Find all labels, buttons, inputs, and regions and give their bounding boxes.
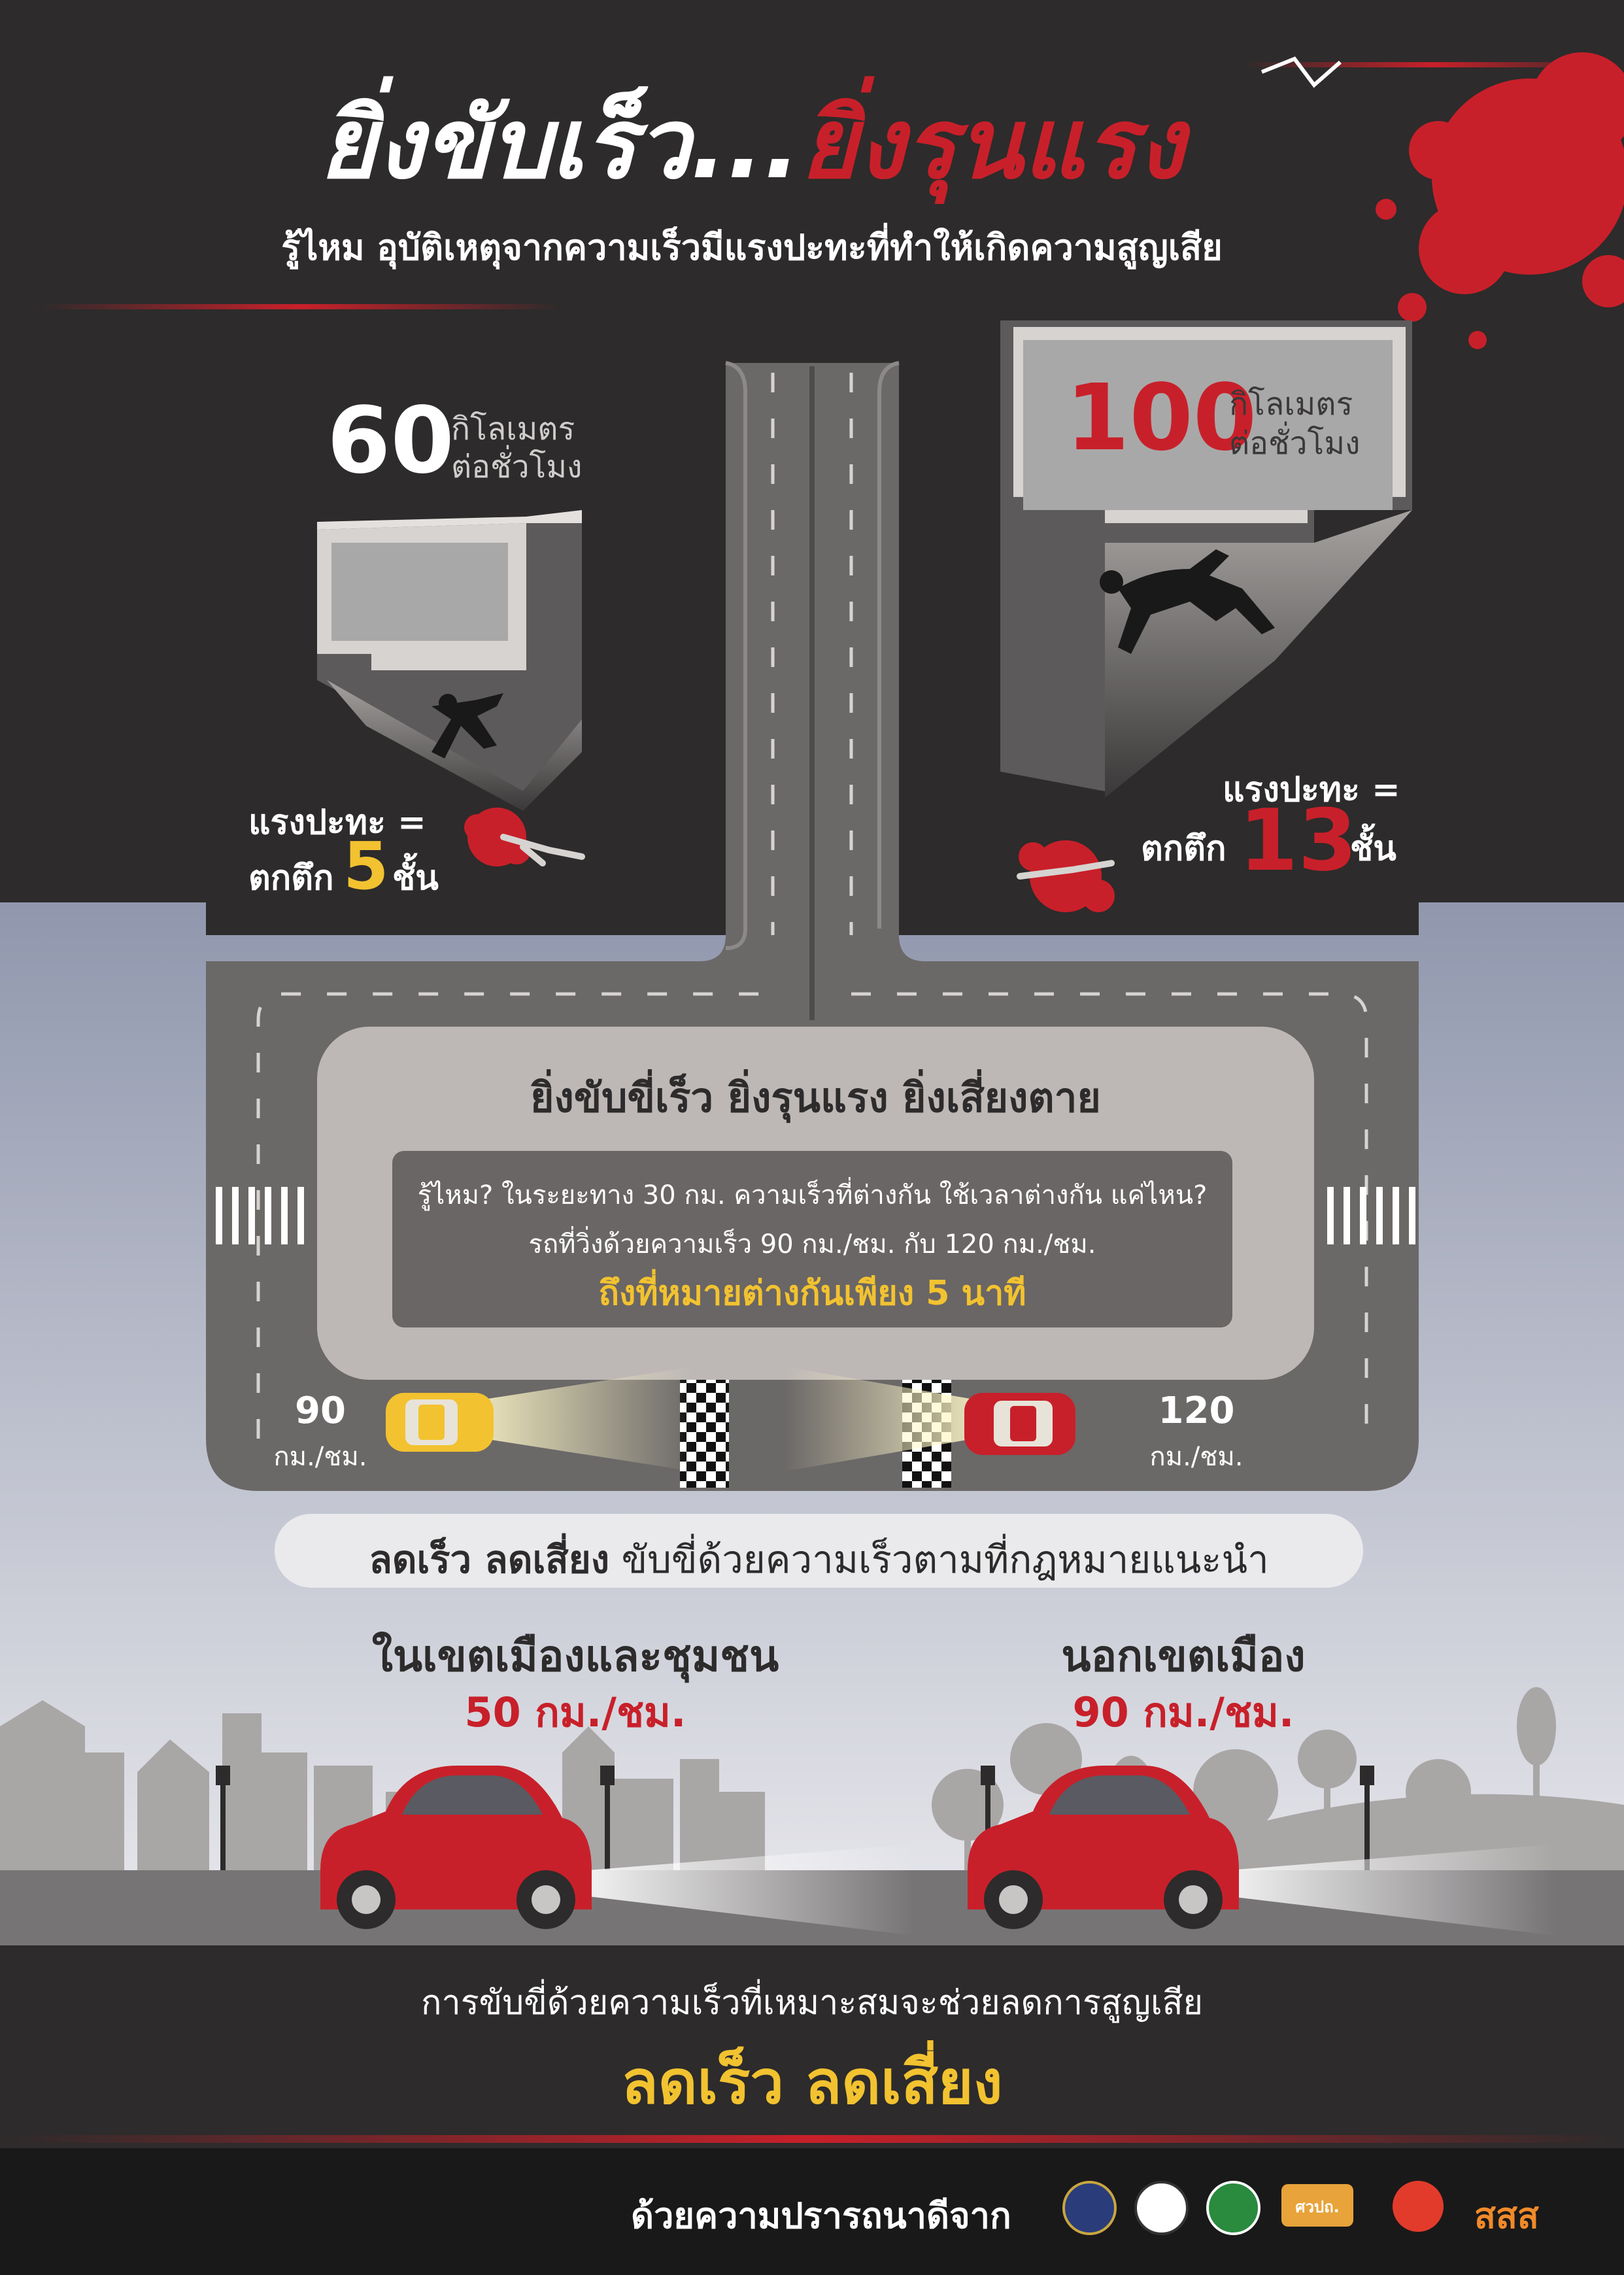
left-impact-label: แรงปะทะ = bbox=[248, 803, 426, 842]
zone-city-label: ในเขตเมืองและชุมชน bbox=[371, 1631, 779, 1681]
header-background bbox=[0, 0, 1624, 363]
dept-logo: ศวปถ. bbox=[1281, 2184, 1353, 2227]
police-seal-logo bbox=[1134, 2181, 1189, 2235]
yellow-car-graphic bbox=[386, 1393, 494, 1452]
center-line-2: รถที่วิ่งด้วยความเร็ว 90 กม./ชม. กับ 120… bbox=[528, 1229, 1096, 1259]
right-race-unit: กม./ชม. bbox=[1149, 1442, 1243, 1472]
thaihealth-logo: สสส bbox=[1474, 2195, 1539, 2236]
right-speed-unit-1: กิโลเมตร bbox=[1229, 386, 1353, 422]
center-line-1: รู้ไหม? ในระยะทาง 30 กม. ความเร็วที่ต่าง… bbox=[417, 1180, 1208, 1210]
right-speed-value: 100 bbox=[1066, 365, 1257, 471]
right-speed-unit-2: ต่อชั่วโมง bbox=[1229, 425, 1361, 462]
right-floors-unit: ชั้น bbox=[1350, 829, 1396, 868]
title-part-2: ยิ่งรุนแรง bbox=[800, 88, 1185, 200]
header-red-line bbox=[39, 304, 562, 309]
advice-rest: ขับขี่ด้วยความเร็วตามที่กฎหมายแนะนำ bbox=[609, 1537, 1269, 1582]
center-heading: ยิ่งขับขี่เร็ว ยิ่งรุนแรง ยิ่งเสี่ยงตาย bbox=[530, 1074, 1101, 1121]
zone-city-limit: 50 กม./ชม. bbox=[464, 1688, 686, 1736]
health-dept-logo bbox=[1206, 2181, 1260, 2235]
title-part-1: ยิ่งขับเร็ว... bbox=[319, 88, 801, 200]
left-floors-value: 5 bbox=[343, 828, 389, 904]
city-car-graphic bbox=[320, 1766, 592, 1929]
left-race-speed: 90 bbox=[295, 1390, 346, 1432]
right-race-speed: 120 bbox=[1158, 1390, 1235, 1432]
crosswalk-left bbox=[216, 1187, 304, 1244]
right-impact-label: แรงปะทะ = bbox=[1223, 770, 1400, 810]
advice-banner: ลดเร็ว ลดเสี่ยง ขับขี่ด้วยความเร็วตามที่… bbox=[275, 1529, 1363, 1590]
center-highlight: ถึงที่หมายต่างกันเพียง 5 นาที bbox=[598, 1274, 1026, 1313]
red-car-top-graphic bbox=[964, 1393, 1075, 1455]
zone-rural-limit: 90 กม./ชม. bbox=[1072, 1688, 1294, 1736]
rural-car-graphic bbox=[968, 1766, 1239, 1929]
left-building-graphic bbox=[317, 510, 582, 811]
ministry-seal-logo bbox=[1062, 2181, 1117, 2235]
right-floors-value: 13 bbox=[1239, 791, 1357, 890]
crosswalk-right bbox=[1327, 1187, 1415, 1244]
left-race-unit: กม./ชม. bbox=[273, 1442, 367, 1472]
left-fall-label: ตกตึก bbox=[248, 859, 334, 898]
blood-splat-graphic bbox=[1376, 52, 1624, 349]
footer-message: การขับขี่ด้วยความเร็วที่เหมาะสมจะช่วยลดก… bbox=[421, 1983, 1203, 2023]
center-info-inner bbox=[392, 1151, 1232, 1327]
left-floors-unit: ชั้น bbox=[392, 859, 439, 898]
page-title: ยิ่งขับเร็ว...ยิ่งรุนแรง bbox=[196, 85, 1308, 203]
advice-bold: ลดเร็ว ลดเสี่ยง bbox=[369, 1537, 610, 1582]
advice-banner-bg bbox=[275, 1514, 1363, 1588]
left-speed-value: 60 bbox=[327, 388, 454, 494]
footer-slogan: ลดเร็ว ลดเสี่ยง bbox=[621, 2047, 1003, 2117]
right-fall-label: ตกตึก bbox=[1141, 829, 1226, 868]
left-speed-unit-1: กิโลเมตร bbox=[451, 411, 575, 447]
page-subtitle: รู้ไหม อุบัติเหตุจากความเร็วมีแรงปะทะที่… bbox=[281, 227, 1223, 268]
dept-logo-text: ศวปถ. bbox=[1295, 2198, 1340, 2216]
footer-credit: ด้วยความปรารถนาดีจาก bbox=[631, 2195, 1011, 2236]
network-logo bbox=[1393, 2181, 1444, 2232]
zone-rural-label: นอกเขตเมือง bbox=[1061, 1631, 1306, 1681]
left-speed-unit-2: ต่อชั่วโมง bbox=[451, 449, 583, 485]
